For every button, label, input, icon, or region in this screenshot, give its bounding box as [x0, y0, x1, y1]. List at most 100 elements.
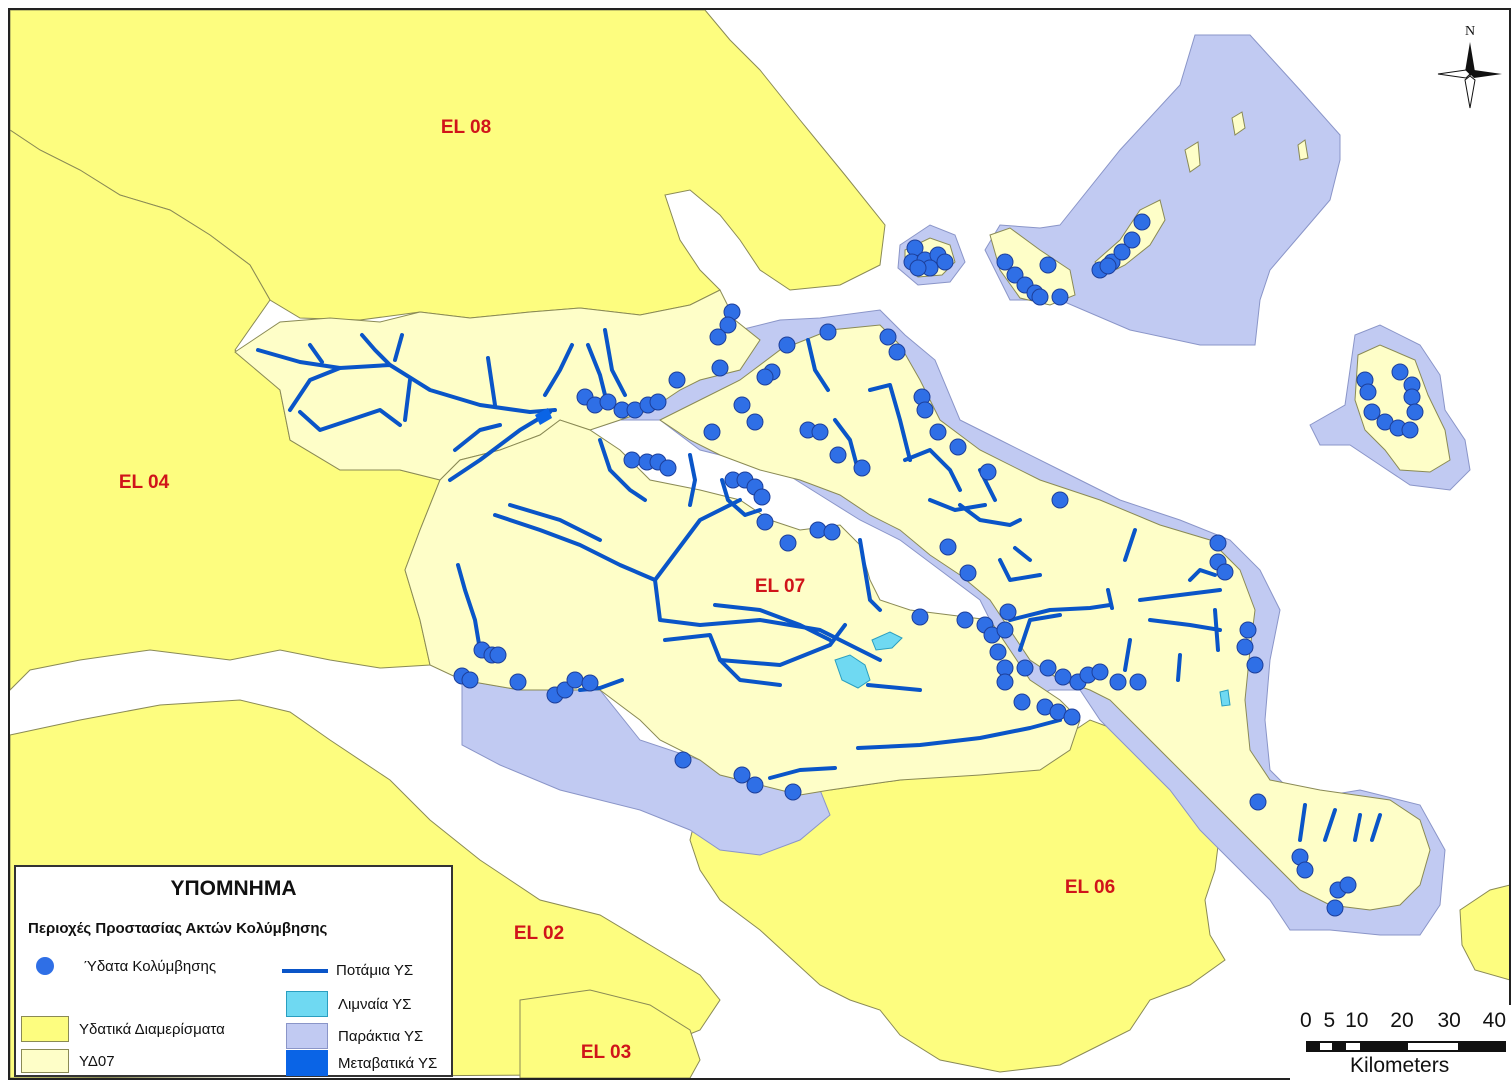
river-29: [806, 338, 830, 392]
bathing-point-14: [1031, 288, 1049, 306]
bathing-point-30: [879, 328, 897, 346]
river-43: [1148, 618, 1222, 632]
river-34: [958, 503, 1022, 527]
water-district-swatch-icon: [21, 1016, 69, 1042]
legend: ΥΠΟΜΝΗΜΑ Περιοχές Προστασίας Ακτών Κολύμ…: [14, 865, 453, 1077]
bathing-point-62: [979, 463, 997, 481]
bathing-point-77: [1054, 668, 1072, 686]
river-51: [1370, 813, 1382, 842]
bathing-point-42: [659, 459, 677, 477]
scale-tick-10: 10: [1345, 1009, 1369, 1032]
river-18: [508, 503, 602, 542]
river-25: [456, 563, 482, 652]
bathing-point-23: [709, 328, 727, 346]
river-19: [653, 578, 882, 662]
bathing-point-116: [1406, 403, 1424, 421]
legend-item-lakes: Λιμναία ΥΣ: [286, 991, 411, 1017]
bathing-point-106: [784, 783, 802, 801]
river-41: [1123, 528, 1137, 562]
river-21: [718, 658, 782, 687]
bathing-point-17: [1113, 243, 1131, 261]
bathing-point-43: [703, 423, 721, 441]
bathing-point-105: [746, 776, 764, 794]
legend-label-bathing-waters: Ύδατα Κολύμβησης: [84, 957, 217, 975]
bathing-point-75: [1016, 659, 1034, 677]
river-1: [256, 348, 557, 414]
region-label-el02: EL 02: [514, 923, 564, 944]
river-27: [856, 718, 1062, 750]
bathing-point-45: [746, 413, 764, 431]
scale-unit: Kilometers: [1350, 1054, 1450, 1077]
bathing-point-74: [996, 673, 1014, 691]
bathing-point-12: [1039, 256, 1057, 274]
islet-b: [1184, 141, 1201, 173]
legend-label-transitional: Μεταβατικά ΥΣ: [338, 1054, 438, 1072]
river-42: [1138, 588, 1222, 602]
lake-2: [871, 631, 903, 651]
river-9: [448, 410, 552, 482]
north-label: N: [1465, 24, 1475, 39]
bathing-point-67: [956, 611, 974, 629]
legend-label-coastal: Παράκτια ΥΣ: [338, 1027, 424, 1045]
bathing-point-109: [1391, 363, 1409, 381]
bathing-point-20: [1099, 257, 1117, 275]
river-6: [298, 408, 402, 432]
region-label-el08: EL 08: [441, 117, 491, 138]
bathing-point-59: [916, 401, 934, 419]
bathing-point-57: [823, 523, 841, 541]
scale-tick-30: 30: [1437, 1009, 1461, 1032]
bathing-point-70: [996, 621, 1014, 639]
legend-item-transitional: Μεταβατικά ΥΣ: [286, 1050, 437, 1076]
river-16: [720, 478, 762, 517]
bathing-point-97: [489, 646, 507, 664]
lake-swatch-icon: [286, 991, 328, 1017]
bathing-point-103: [674, 751, 692, 769]
bathing-point-63: [1051, 491, 1069, 509]
bathing-point-icon: [36, 957, 54, 975]
river-38: [1008, 603, 1112, 622]
river-44: [1213, 608, 1220, 652]
rivers-layer: [256, 328, 1382, 842]
bathing-point-83: [1013, 693, 1031, 711]
legend-label-water-districts: Υδατικά Διαμερίσματα: [79, 1020, 225, 1038]
bathing-point-65: [959, 564, 977, 582]
bathing-point-81: [1109, 673, 1127, 691]
legend-item-bathing-waters: Ύδατα Κολύμβησης: [36, 957, 216, 975]
bathing-point-112: [1363, 403, 1381, 421]
bathing-point-108: [1359, 383, 1377, 401]
bathing-point-39: [623, 451, 641, 469]
bathing-point-22: [719, 316, 737, 334]
bathing-point-19: [1133, 213, 1151, 231]
bathing-point-6: [936, 253, 954, 271]
bathing-point-29: [819, 323, 837, 341]
bathing-point-102: [581, 674, 599, 692]
bathing-point-48: [829, 446, 847, 464]
region-label-el03: EL 03: [581, 1042, 631, 1063]
bathing-point-76: [1039, 659, 1057, 677]
bathing-point-71: [999, 603, 1017, 621]
bathing-point-60: [929, 423, 947, 441]
river-10: [453, 423, 502, 452]
bathing-points-layer: [453, 213, 1424, 917]
bathing-point-53: [753, 488, 771, 506]
legend-label-yd07: ΥΔ07: [79, 1052, 115, 1070]
river-31: [868, 383, 912, 462]
lakes-layer: [834, 631, 1231, 707]
river-45: [1123, 638, 1132, 672]
bathing-point-13: [1051, 288, 1069, 306]
river-24: [866, 683, 922, 692]
bathing-point-80: [1091, 663, 1109, 681]
legend-label-rivers: Ποτάμια ΥΣ: [336, 962, 414, 979]
river-2: [288, 366, 342, 412]
bathing-point-86: [1063, 708, 1081, 726]
bathing-point-121: [1339, 876, 1357, 894]
river-15: [688, 453, 697, 507]
bathing-point-117: [1249, 793, 1267, 811]
yd07-skyros: [1354, 344, 1451, 473]
river-7: [403, 378, 412, 422]
lake-3: [1219, 689, 1231, 707]
river-22: [713, 603, 832, 642]
river-23: [858, 538, 882, 612]
scale-tick-20: 20: [1390, 1009, 1414, 1032]
river-39: [1018, 613, 1062, 652]
